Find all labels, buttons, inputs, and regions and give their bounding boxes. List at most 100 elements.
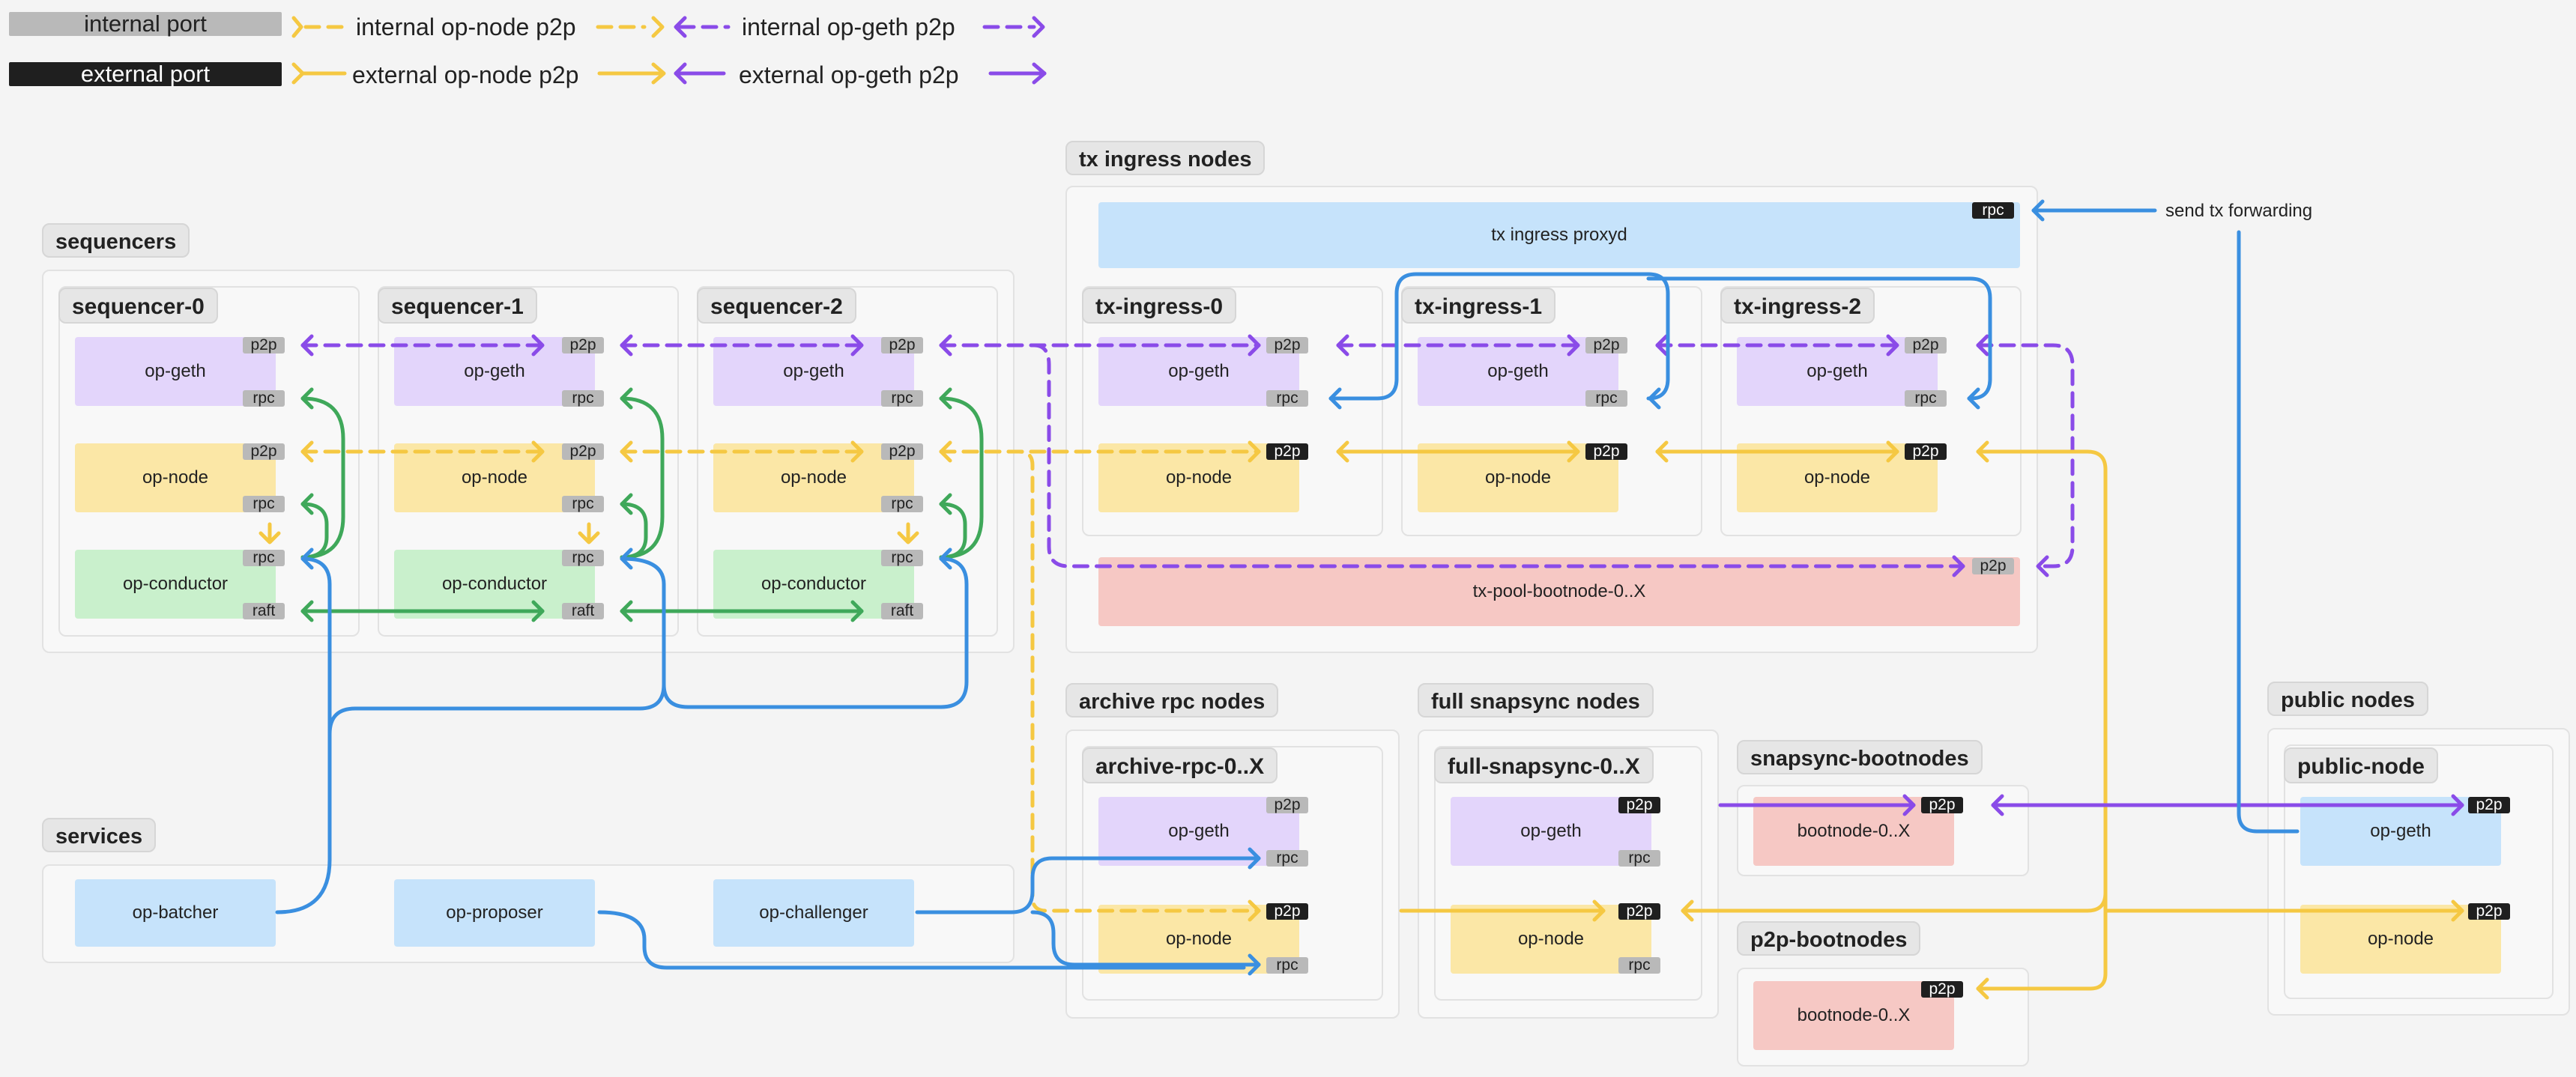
- tx0-geth-p2p-port: p2p: [1266, 337, 1308, 354]
- arrowhead: [300, 387, 314, 410]
- snapsync-bootnode[interactable]: bootnode-0..X: [1753, 797, 1954, 866]
- arrowhead: [620, 387, 633, 410]
- proxyd-tx2-rpc: [1646, 276, 1992, 401]
- archive-node-title: archive-rpc-0..X: [1082, 747, 1278, 783]
- op-challenger[interactable]: op-challenger: [713, 879, 914, 947]
- tx-pool-bootnode[interactable]: tx-pool-bootnode-0..X: [1098, 557, 2020, 626]
- legend-arrowhead: [291, 16, 303, 38]
- tx-ingress-0-title: tx-ingress-0: [1082, 288, 1237, 324]
- tx-ingress-2-op-node[interactable]: op-node: [1737, 443, 1938, 512]
- tx-ingress-2-op-geth[interactable]: op-geth: [1737, 337, 1938, 406]
- seq2-node-rpc-port: rpc: [881, 496, 923, 512]
- sequencers-title: sequencers: [42, 223, 190, 258]
- seq2-conductor-rpc-port: rpc: [881, 550, 923, 566]
- txpool-p2p-port: p2p: [1972, 558, 2014, 574]
- sequencer-0-op-node[interactable]: op-node: [75, 443, 276, 512]
- sequencer-1-op-conductor[interactable]: op-conductor: [394, 550, 595, 619]
- sequencer-2-title: sequencer-2: [697, 288, 856, 324]
- tx0-geth-rpc-port: rpc: [1266, 390, 1308, 407]
- arrowhead: [939, 387, 952, 410]
- tx1-geth-p2p-port: p2p: [1585, 337, 1627, 354]
- arrowhead: [258, 531, 281, 544]
- tx-ingress-1-op-geth[interactable]: op-geth: [1418, 337, 1618, 406]
- seq0-geth-rpc-port: rpc: [243, 390, 285, 407]
- proxyd-tx0-rpc: [1328, 272, 1561, 401]
- public-node-title: public-node: [2284, 747, 2438, 783]
- proxyd-tx1-rpc: [1556, 272, 1670, 401]
- snapsync-title: full snapsync nodes: [1418, 683, 1654, 718]
- arrowhead: [1655, 440, 1669, 463]
- arrowhead: [1567, 440, 1580, 463]
- arrowhead: [1648, 387, 1661, 410]
- public-geth-send-tx-link: [2237, 230, 2300, 834]
- snapsync-op-geth[interactable]: op-geth: [1451, 797, 1651, 866]
- arrowhead: [1967, 387, 1980, 410]
- legend-internal-op-geth-p2p: internal op-geth p2p: [742, 13, 955, 40]
- arrowhead: [1248, 440, 1261, 463]
- archive-op-node[interactable]: op-node: [1098, 905, 1299, 974]
- sequencer-2-op-node[interactable]: op-node: [713, 443, 914, 512]
- seq2-geth-p2p-port: p2p: [881, 337, 923, 354]
- challenger-archive-geth-rpc: [915, 856, 1261, 914]
- legend-external-port: external port: [9, 62, 282, 86]
- tx2-txpool-geth-link: [1976, 343, 2075, 568]
- arrowhead: [2451, 794, 2464, 816]
- sequencer-0-op-conductor[interactable]: op-conductor: [75, 550, 276, 619]
- arrowhead: [1976, 440, 1989, 463]
- arrowhead: [1567, 334, 1580, 357]
- arrowhead: [939, 440, 952, 463]
- batcher-seq1-rpc: [327, 556, 666, 736]
- public-op-geth[interactable]: op-geth: [2300, 797, 2501, 866]
- arrowhead: [1336, 440, 1349, 463]
- arrowhead: [1952, 555, 1965, 577]
- sequencer-0-op-geth[interactable]: op-geth: [75, 337, 276, 406]
- challenger-archive-node-rpc: [1030, 910, 1261, 967]
- arrowhead: [620, 600, 633, 622]
- tx2-geth-rpc-port: rpc: [1905, 390, 1947, 407]
- arrowhead: [620, 493, 633, 515]
- seq1-conductor-geth-rpc: [620, 396, 665, 559]
- sequencer-1-op-geth[interactable]: op-geth: [394, 337, 595, 406]
- arrowhead: [939, 493, 952, 515]
- arrowhead: [2451, 899, 2464, 922]
- seq2-conductor-geth-rpc: [939, 396, 984, 559]
- arrowhead: [1248, 847, 1261, 870]
- op-proposer[interactable]: op-proposer: [394, 879, 595, 947]
- p2p-bootnode-p2p-port: p2p: [1921, 981, 1963, 998]
- sequencer-2-op-conductor[interactable]: op-conductor: [713, 550, 914, 619]
- archive-op-geth[interactable]: op-geth: [1098, 797, 1299, 866]
- tx-ingress-proxyd[interactable]: tx ingress proxyd: [1098, 202, 2020, 268]
- arrowhead: [300, 334, 314, 357]
- snapsync-bootnodes-title: snapsync-bootnodes: [1737, 740, 1983, 774]
- snapsync-op-node[interactable]: op-node: [1451, 905, 1651, 974]
- seq1-conductor-raft-port: raft: [562, 603, 604, 619]
- arrowhead: [620, 334, 633, 357]
- tx-ingress-1-op-node[interactable]: op-node: [1418, 443, 1618, 512]
- p2p-bootnode[interactable]: bootnode-0..X: [1753, 981, 1954, 1050]
- archive-geth-p2p-port: p2p: [1266, 797, 1308, 813]
- seq0-geth-p2p-port: p2p: [243, 337, 285, 354]
- arrowhead: [1248, 334, 1261, 357]
- public-op-node[interactable]: op-node: [2300, 905, 2501, 974]
- tx-ingress-0-op-node[interactable]: op-node: [1098, 443, 1299, 512]
- legend-external-op-geth-p2p: external op-geth p2p: [739, 61, 959, 88]
- legend-internal-op-node-p2p: internal op-node p2p: [356, 13, 576, 40]
- tx-ingress-2-title: tx-ingress-2: [1720, 288, 1875, 324]
- arrowhead: [1248, 953, 1261, 976]
- tx-ingress-0-op-geth[interactable]: op-geth: [1098, 337, 1299, 406]
- services-title: services: [42, 818, 157, 852]
- seq2-conductor-node-rpc: [939, 502, 967, 559]
- arrowhead: [1976, 334, 1989, 357]
- arrowhead: [1592, 899, 1606, 922]
- sequencer-1-op-node[interactable]: op-node: [394, 443, 595, 512]
- public-node-p2p-port: p2p: [2468, 903, 2510, 920]
- seq0-conductor-raft-port: raft: [243, 603, 285, 619]
- tx2-geth-p2p-port: p2p: [1905, 337, 1947, 354]
- op-batcher[interactable]: op-batcher: [75, 879, 276, 947]
- arrowhead: [531, 334, 545, 357]
- sequencer-2-op-geth[interactable]: op-geth: [713, 337, 914, 406]
- arrowhead: [1976, 977, 1989, 1000]
- archive-geth-rpc-port: rpc: [1266, 850, 1308, 867]
- arrowhead: [850, 334, 864, 357]
